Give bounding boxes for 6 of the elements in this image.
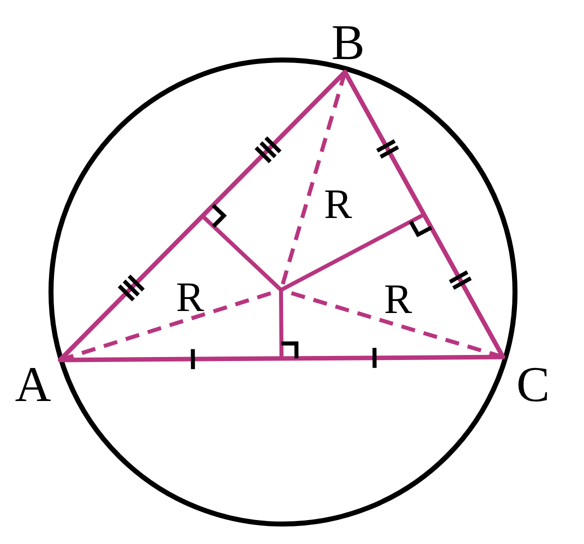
- point-label: R: [384, 279, 412, 321]
- point-label: C: [516, 359, 550, 409]
- point-label: A: [14, 359, 52, 409]
- point-label: B: [331, 17, 365, 67]
- point-label: R: [176, 277, 204, 319]
- point-label: R: [324, 184, 352, 226]
